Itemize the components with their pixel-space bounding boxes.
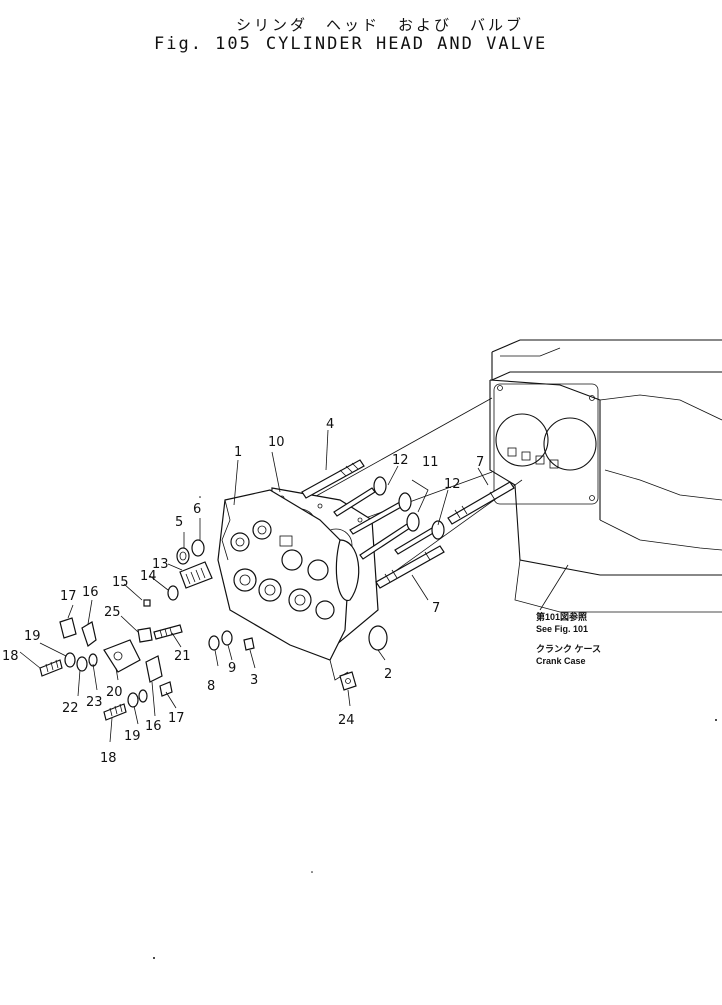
callout-16-lower: 16 bbox=[145, 719, 162, 734]
callout-21: 21 bbox=[174, 649, 191, 664]
callout-24: 24 bbox=[338, 713, 355, 728]
callout-leader-lines bbox=[19, 429, 569, 743]
fitting-24-drawing bbox=[339, 671, 357, 691]
figure-title-japanese: シリンダ ヘッド および バルブ bbox=[236, 16, 525, 34]
figure-title-english: CYLINDER HEAD AND VALVE bbox=[265, 34, 548, 54]
callout-18-lower: 18 bbox=[100, 751, 117, 766]
cover-plate-drawing bbox=[368, 625, 388, 651]
callout-8: 8 bbox=[207, 679, 215, 694]
stud-21-drawing bbox=[153, 624, 183, 640]
callout-labels: 1 2 3 4 5 6 7 7 8 9 10 11 12 12 13 14 15… bbox=[2, 417, 484, 766]
callout-16-upper: 16 bbox=[82, 585, 99, 600]
callout-14: 14 bbox=[140, 569, 157, 584]
callout-7-upper: 7 bbox=[476, 455, 484, 470]
callout-1: 1 bbox=[234, 445, 242, 460]
callout-23: 23 bbox=[86, 695, 103, 710]
crank-case-reference-note: 第101図参照 See Fig. 101 クランク ケース Crank Case bbox=[536, 611, 601, 666]
crank-case-drawing bbox=[489, 339, 722, 613]
callout-4: 4 bbox=[326, 417, 334, 432]
reference-jp-fig: 第101図参照 bbox=[536, 611, 587, 622]
rocker-assembly-drawing bbox=[39, 617, 173, 721]
figure-title: Fig. 105 CYLINDER HEAD AND VALVE bbox=[154, 34, 547, 54]
callout-11: 11 bbox=[422, 455, 439, 470]
stud-bolts-drawing bbox=[301, 459, 515, 589]
callout-18-left: 18 bbox=[2, 649, 19, 664]
reference-en-name: Crank Case bbox=[536, 656, 586, 666]
valve-spring-parts-drawing bbox=[143, 539, 213, 607]
callout-6: 6 bbox=[193, 502, 201, 517]
callout-25: 25 bbox=[104, 605, 121, 620]
callout-22: 22 bbox=[62, 701, 79, 716]
reference-see-fig: See Fig. 101 bbox=[536, 624, 588, 634]
callout-19-upper: 19 bbox=[24, 629, 41, 644]
callout-17-upper: 17 bbox=[60, 589, 77, 604]
callout-10: 10 bbox=[268, 435, 285, 450]
scan-specks bbox=[153, 496, 717, 959]
callout-12-upper: 12 bbox=[392, 453, 409, 468]
callout-5: 5 bbox=[175, 515, 183, 530]
callout-3: 3 bbox=[250, 673, 258, 688]
callout-19-lower: 19 bbox=[124, 729, 141, 744]
callout-12-lower: 12 bbox=[444, 477, 461, 492]
callout-9: 9 bbox=[228, 661, 236, 676]
cylinder-head-drawing bbox=[217, 489, 360, 681]
callout-20: 20 bbox=[106, 685, 123, 700]
callout-7-lower: 7 bbox=[432, 601, 440, 616]
callout-17-lower: 17 bbox=[168, 711, 185, 726]
reference-jp-name: クランク ケース bbox=[536, 644, 601, 654]
figure-number: Fig. 105 bbox=[154, 34, 252, 54]
valves-drawing bbox=[333, 476, 445, 560]
callout-15: 15 bbox=[112, 575, 129, 590]
small-parts-drawing bbox=[208, 630, 255, 651]
callout-2: 2 bbox=[384, 667, 392, 682]
callout-13: 13 bbox=[152, 557, 169, 572]
